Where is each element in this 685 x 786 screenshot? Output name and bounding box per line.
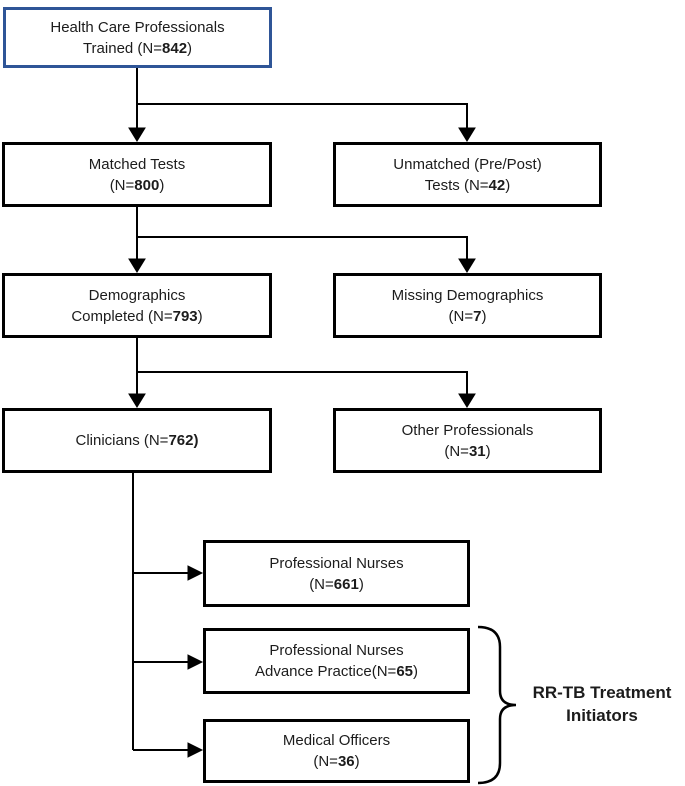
box-trained-line1: Health Care Professionals <box>50 18 225 36</box>
arrow-down-unmatched-icon <box>458 127 476 142</box>
arrow-down-clinicians-icon <box>128 393 146 408</box>
connector-demographics-to-row4 <box>136 338 468 394</box>
bracket-brace <box>477 625 517 785</box>
box-matched-line2: (N=800) <box>109 176 165 194</box>
box-trained-line2: Trained (N=842) <box>82 39 193 57</box>
box-advance-line1: Professional Nurses <box>269 642 404 659</box>
box-professional-nurses: Professional Nurses (N=661) <box>203 540 470 607</box>
box-other-line2: (N=31) <box>444 442 491 460</box>
arrow-right-medical-icon <box>187 742 204 758</box>
box-other-professionals: Other Professionals (N=31) <box>333 408 602 473</box>
box-medical-line2: (N=36) <box>313 753 360 770</box>
box-trained: Health Care Professionals Trained (N=842… <box>3 7 272 68</box>
box-missing-line1: Missing Demographics <box>391 286 544 304</box>
arrow-right-nurses-icon <box>187 565 204 581</box>
box-other-line1: Other Professionals <box>401 421 534 439</box>
arrow-down-matched-icon <box>128 127 146 142</box>
box-nurses-advance-practice: Professional Nurses Advance Practice(N=6… <box>203 628 470 694</box>
connector-clinicians-stem <box>132 473 189 751</box>
box-clinicians: Clinicians (N=762) <box>2 408 272 473</box>
arrow-down-other-icon <box>458 393 476 408</box>
arrow-down-demographics-icon <box>128 258 146 273</box>
connector-trained-to-row2 <box>136 68 468 128</box>
box-missing-demographics: Missing Demographics (N=7) <box>333 273 602 338</box>
box-medical-officers: Medical Officers (N=36) <box>203 719 470 783</box>
box-unmatched-line1: Unmatched (Pre/Post) <box>393 155 542 173</box>
arrow-right-advance-icon <box>187 654 204 670</box>
box-nurses-line1: Professional Nurses <box>269 554 404 572</box>
box-nurses-line2: (N=661) <box>309 575 364 593</box>
arrow-down-missing-icon <box>458 258 476 273</box>
box-missing-line2: (N=7) <box>448 307 487 325</box>
box-matched-tests: Matched Tests (N=800) <box>2 142 272 207</box>
box-medical-line1: Medical Officers <box>282 732 391 749</box>
box-clinicians-line1: Clinicians (N=762) <box>75 432 199 449</box>
bracket-label-line1: RR-TB Treatment <box>532 683 672 702</box>
box-unmatched-tests: Unmatched (Pre/Post) Tests (N=42) <box>333 142 602 207</box>
box-demographics-line2: Completed (N=793) <box>71 307 203 325</box>
box-demographics-completed: Demographics Completed (N=793) <box>2 273 272 338</box>
box-unmatched-line2: Tests (N=42) <box>424 176 511 194</box>
box-advance-line2: Advance Practice(N=65) <box>254 663 418 680</box>
bracket-label-rrtb-treatment-initiators: RR-TB Treatment Initiators <box>516 681 685 727</box>
bracket-label-line2: Initiators <box>566 706 638 725</box>
box-demographics-line1: Demographics <box>88 286 186 304</box>
connector-matched-to-row3 <box>136 207 468 259</box>
box-matched-line1: Matched Tests <box>88 155 186 173</box>
